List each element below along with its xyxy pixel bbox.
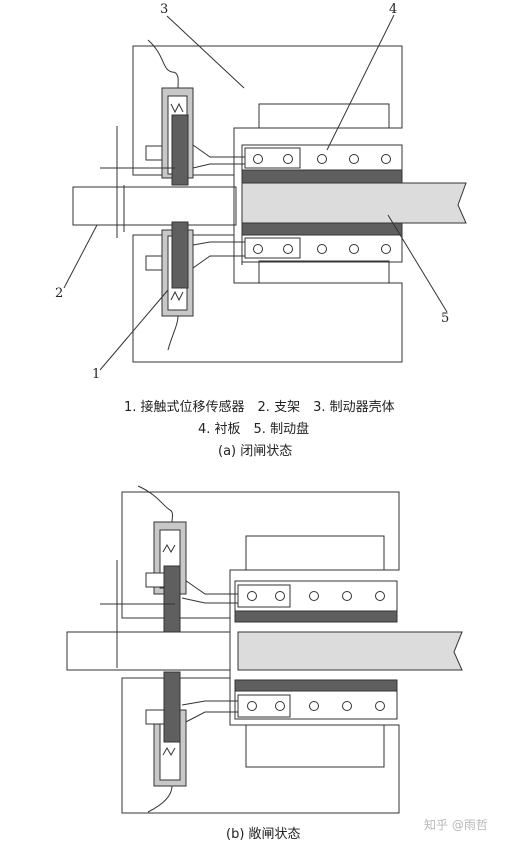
caption-b: (b) 敞闸状态 <box>226 827 301 842</box>
spring-a-upper <box>170 102 184 114</box>
spring-b-upper <box>162 543 176 554</box>
inner-bracket-a-upper <box>258 103 390 129</box>
watermark: 知乎 @雨哲 <box>424 818 488 832</box>
lining-plate-a-lower <box>241 234 403 263</box>
rod-a-upper <box>171 114 189 186</box>
rod-b-lower <box>163 671 181 743</box>
shaft-b <box>66 631 231 671</box>
dark-plate-a-upper <box>241 169 403 184</box>
rod-a-lower <box>171 221 189 289</box>
callout-4: 4 <box>389 2 398 17</box>
inner-bracket-a-lower <box>258 260 390 284</box>
dark-plate-a-lower <box>241 222 403 236</box>
dark-plate-b-lower <box>234 679 398 692</box>
brake-disc-b <box>237 631 463 671</box>
callout-2: 2 <box>55 286 64 301</box>
legend-line-2: 4. 衬板 5. 制动盘 <box>198 422 310 437</box>
callout-5: 5 <box>441 311 450 326</box>
legend-line-1: 1. 接触式位移传感器 2. 支架 3. 制动器壳体 <box>124 400 395 415</box>
callout-3: 3 <box>160 2 169 17</box>
caption-a: (a) 闭闸状态 <box>218 444 293 459</box>
lining-plate-a-upper <box>241 144 403 171</box>
diagram-a <box>63 14 467 371</box>
diagram-b <box>66 485 463 814</box>
brake-disc-a <box>241 182 467 224</box>
callout-1: 1 <box>92 367 101 382</box>
spring-a-lower <box>170 290 184 302</box>
lining-plate-b-lower <box>234 690 398 720</box>
inner-bracket-b-lower <box>245 724 385 768</box>
shaft-a <box>72 186 237 226</box>
inner-bracket-b-upper <box>245 535 385 571</box>
rod-b-upper <box>163 565 181 633</box>
dark-plate-b-upper <box>234 610 398 623</box>
spring-b-lower <box>162 746 176 757</box>
